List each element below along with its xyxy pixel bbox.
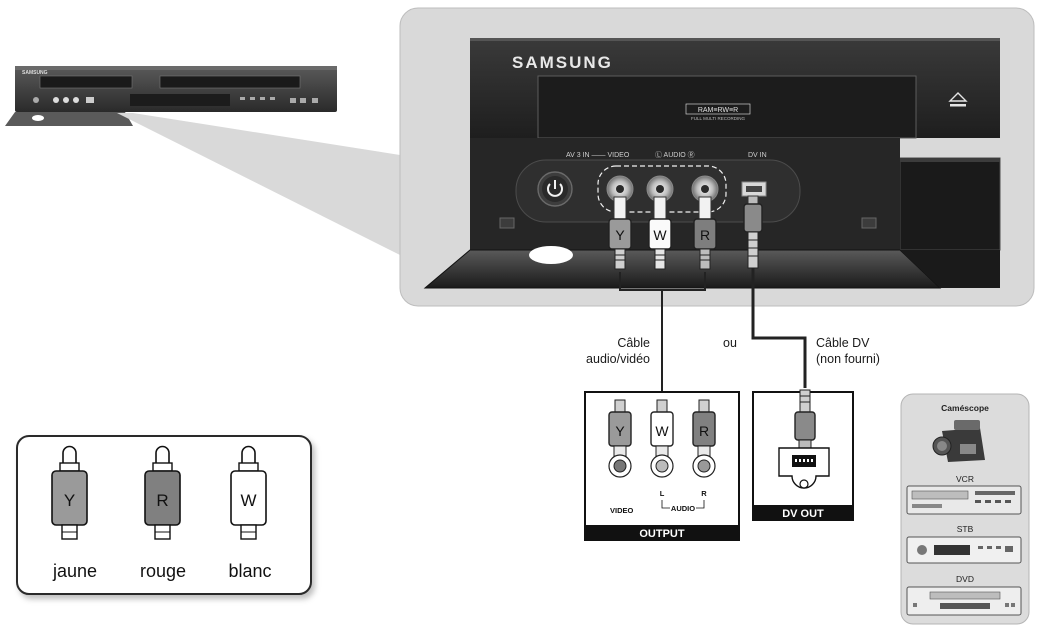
dv-out-footer-label: DV OUT [782, 508, 824, 520]
legend-plug-white: W [230, 445, 267, 540]
thumbnail-brand: SAMSUNG [22, 70, 48, 76]
dvd-player-icon [906, 586, 1022, 616]
camcorder-label: Caméscope [941, 403, 989, 413]
door-sensor-window [529, 246, 573, 264]
power-icon [537, 171, 573, 207]
output-panel: OUTPUT Y W R VIDEO L [584, 391, 740, 541]
audio-label: Ⓛ AUDIO Ⓡ [655, 151, 695, 159]
front-plug-w: W [648, 196, 672, 270]
devices-panel: Caméscope VCR STB DVD [900, 393, 1030, 625]
brand-logo: SAMSUNG [512, 53, 613, 72]
output-l-label: L [660, 489, 665, 498]
output-plug-r-letter: R [699, 423, 709, 439]
camcorder-icon [932, 420, 985, 462]
disc-format-logo: RAM≡RW≡R [698, 107, 738, 114]
dv-out-panel: DV OUT [752, 389, 854, 521]
front-plug-w-letter: W [653, 227, 667, 243]
legend-plug-yellow: Y [51, 445, 88, 540]
recorder-thumbnail: SAMSUNG [5, 66, 337, 126]
device-label-stb: STB [957, 524, 974, 534]
legend-name-red: rouge [140, 561, 186, 581]
disc-format-subtitle: FULL MULTI RECORDING [691, 116, 746, 121]
legend-letter-w: W [240, 491, 256, 510]
front-plugs: Y W R [608, 195, 763, 270]
legend-name-yellow: jaune [52, 561, 97, 581]
output-plug-y-letter: Y [615, 423, 625, 439]
legend-letter-y: Y [64, 491, 75, 510]
av-cable-label-line2: audio/vidéo [586, 352, 650, 366]
eject-icon [948, 92, 968, 107]
av3-in-label: AV 3 IN —— VIDEO [566, 152, 630, 159]
front-video-jack [606, 175, 634, 203]
stb-icon [906, 536, 1022, 564]
output-plug-w-letter: W [655, 423, 669, 439]
output-plug-y: Y [608, 399, 632, 478]
output-r-label: R [701, 489, 707, 498]
output-plug-w: W [650, 399, 674, 478]
output-footer-label: OUTPUT [639, 528, 685, 540]
or-label: ou [723, 336, 737, 350]
front-plug-r: R [693, 196, 717, 270]
front-dv-plug [743, 195, 763, 269]
dv-cable-label-line2: (non fourni) [816, 352, 880, 366]
legend-plug-red: R [144, 445, 181, 540]
front-plug-y-letter: Y [615, 227, 625, 243]
zoom-callout [117, 113, 400, 255]
dv-cable-label-line1: Câble DV [816, 336, 870, 350]
front-plug-r-letter: R [700, 227, 710, 243]
legend-items: Y jaune R rouge W blanc [51, 445, 272, 581]
vcr-icon [906, 485, 1022, 515]
device-label-vcr: VCR [956, 474, 974, 484]
output-plug-r: R [692, 399, 716, 478]
legend-name-white: blanc [228, 561, 271, 581]
output-audio-label: AUDIO [671, 504, 695, 513]
recorder-front-closeup: SAMSUNG RAM≡RW≡R FULL MULTI RECORDING AV… [423, 38, 1001, 289]
output-video-label: VIDEO [610, 506, 634, 515]
front-plug-y: Y [608, 196, 632, 270]
av-cable-label-line1: Câble [617, 336, 650, 350]
legend-letter-r: R [156, 491, 168, 510]
device-label-dvd: DVD [956, 574, 974, 584]
dv-in-label: DV IN [748, 152, 767, 159]
dv-in-port [741, 181, 767, 197]
